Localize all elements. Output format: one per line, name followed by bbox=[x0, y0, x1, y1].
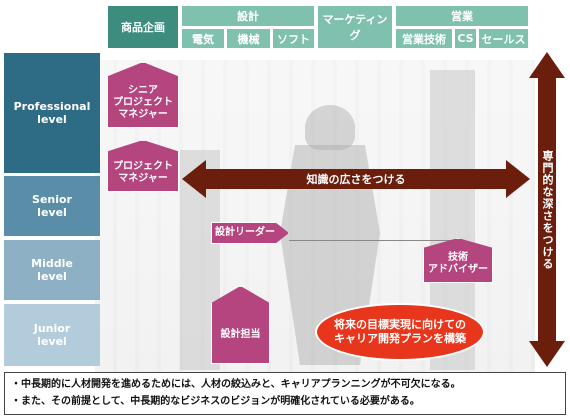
dept-sales-engineering: 営業技術 bbox=[395, 28, 453, 49]
dept-design-mechanical: 機械 bbox=[226, 28, 271, 49]
role-designer: 設計担当 bbox=[211, 286, 270, 364]
breadth-arrow bbox=[182, 160, 530, 198]
career-path-line bbox=[289, 240, 457, 241]
dept-marketing: マーケティング bbox=[317, 5, 393, 49]
level-professional: Professional level bbox=[4, 53, 100, 173]
role-tech-advisor: 技術 アドバイザー bbox=[423, 238, 493, 283]
dept-design-software: ソフト bbox=[272, 28, 315, 49]
dept-design-electric: 電気 bbox=[181, 28, 225, 49]
dept-design: 設計 bbox=[181, 5, 315, 27]
background-figure bbox=[305, 105, 355, 150]
role-senior-project-manager: シニア プロジェクト マネジャー bbox=[107, 62, 179, 128]
role-design-leader: 設計リーダー bbox=[211, 222, 289, 244]
note-line: ・また、その前提として、中長期的なビジネスのビジョンが明確化されている必要がある… bbox=[11, 396, 420, 407]
dept-product-planning: 商品企画 bbox=[107, 5, 179, 49]
level-junior: Junior level bbox=[4, 304, 100, 366]
depth-arrow bbox=[529, 52, 565, 367]
dept-sales-sales: セールス bbox=[478, 28, 529, 49]
depth-arrow-label: 専門的な深さをつける bbox=[541, 150, 554, 270]
level-middle: Middle level bbox=[4, 240, 100, 300]
level-senior: Senior level bbox=[4, 176, 100, 236]
breadth-arrow-label: 知識の広さをつける bbox=[306, 173, 406, 186]
notes-box: ・中長期的に人材開発を進めるためには、人材の絞込みと、キャリアプランニングが不可… bbox=[4, 372, 566, 415]
career-goal-ellipse: 将来の目標実現に向けての キャリア開発プランを構築 bbox=[315, 303, 485, 361]
note-line: ・中長期的に人材開発を進めるためには、人材の絞込みと、キャリアプランニングが不可… bbox=[11, 379, 461, 390]
dept-sales: 営業 bbox=[395, 5, 529, 27]
dept-sales-cs: CS bbox=[454, 28, 477, 49]
role-project-manager: プロジェクト マネジャー bbox=[107, 140, 179, 192]
